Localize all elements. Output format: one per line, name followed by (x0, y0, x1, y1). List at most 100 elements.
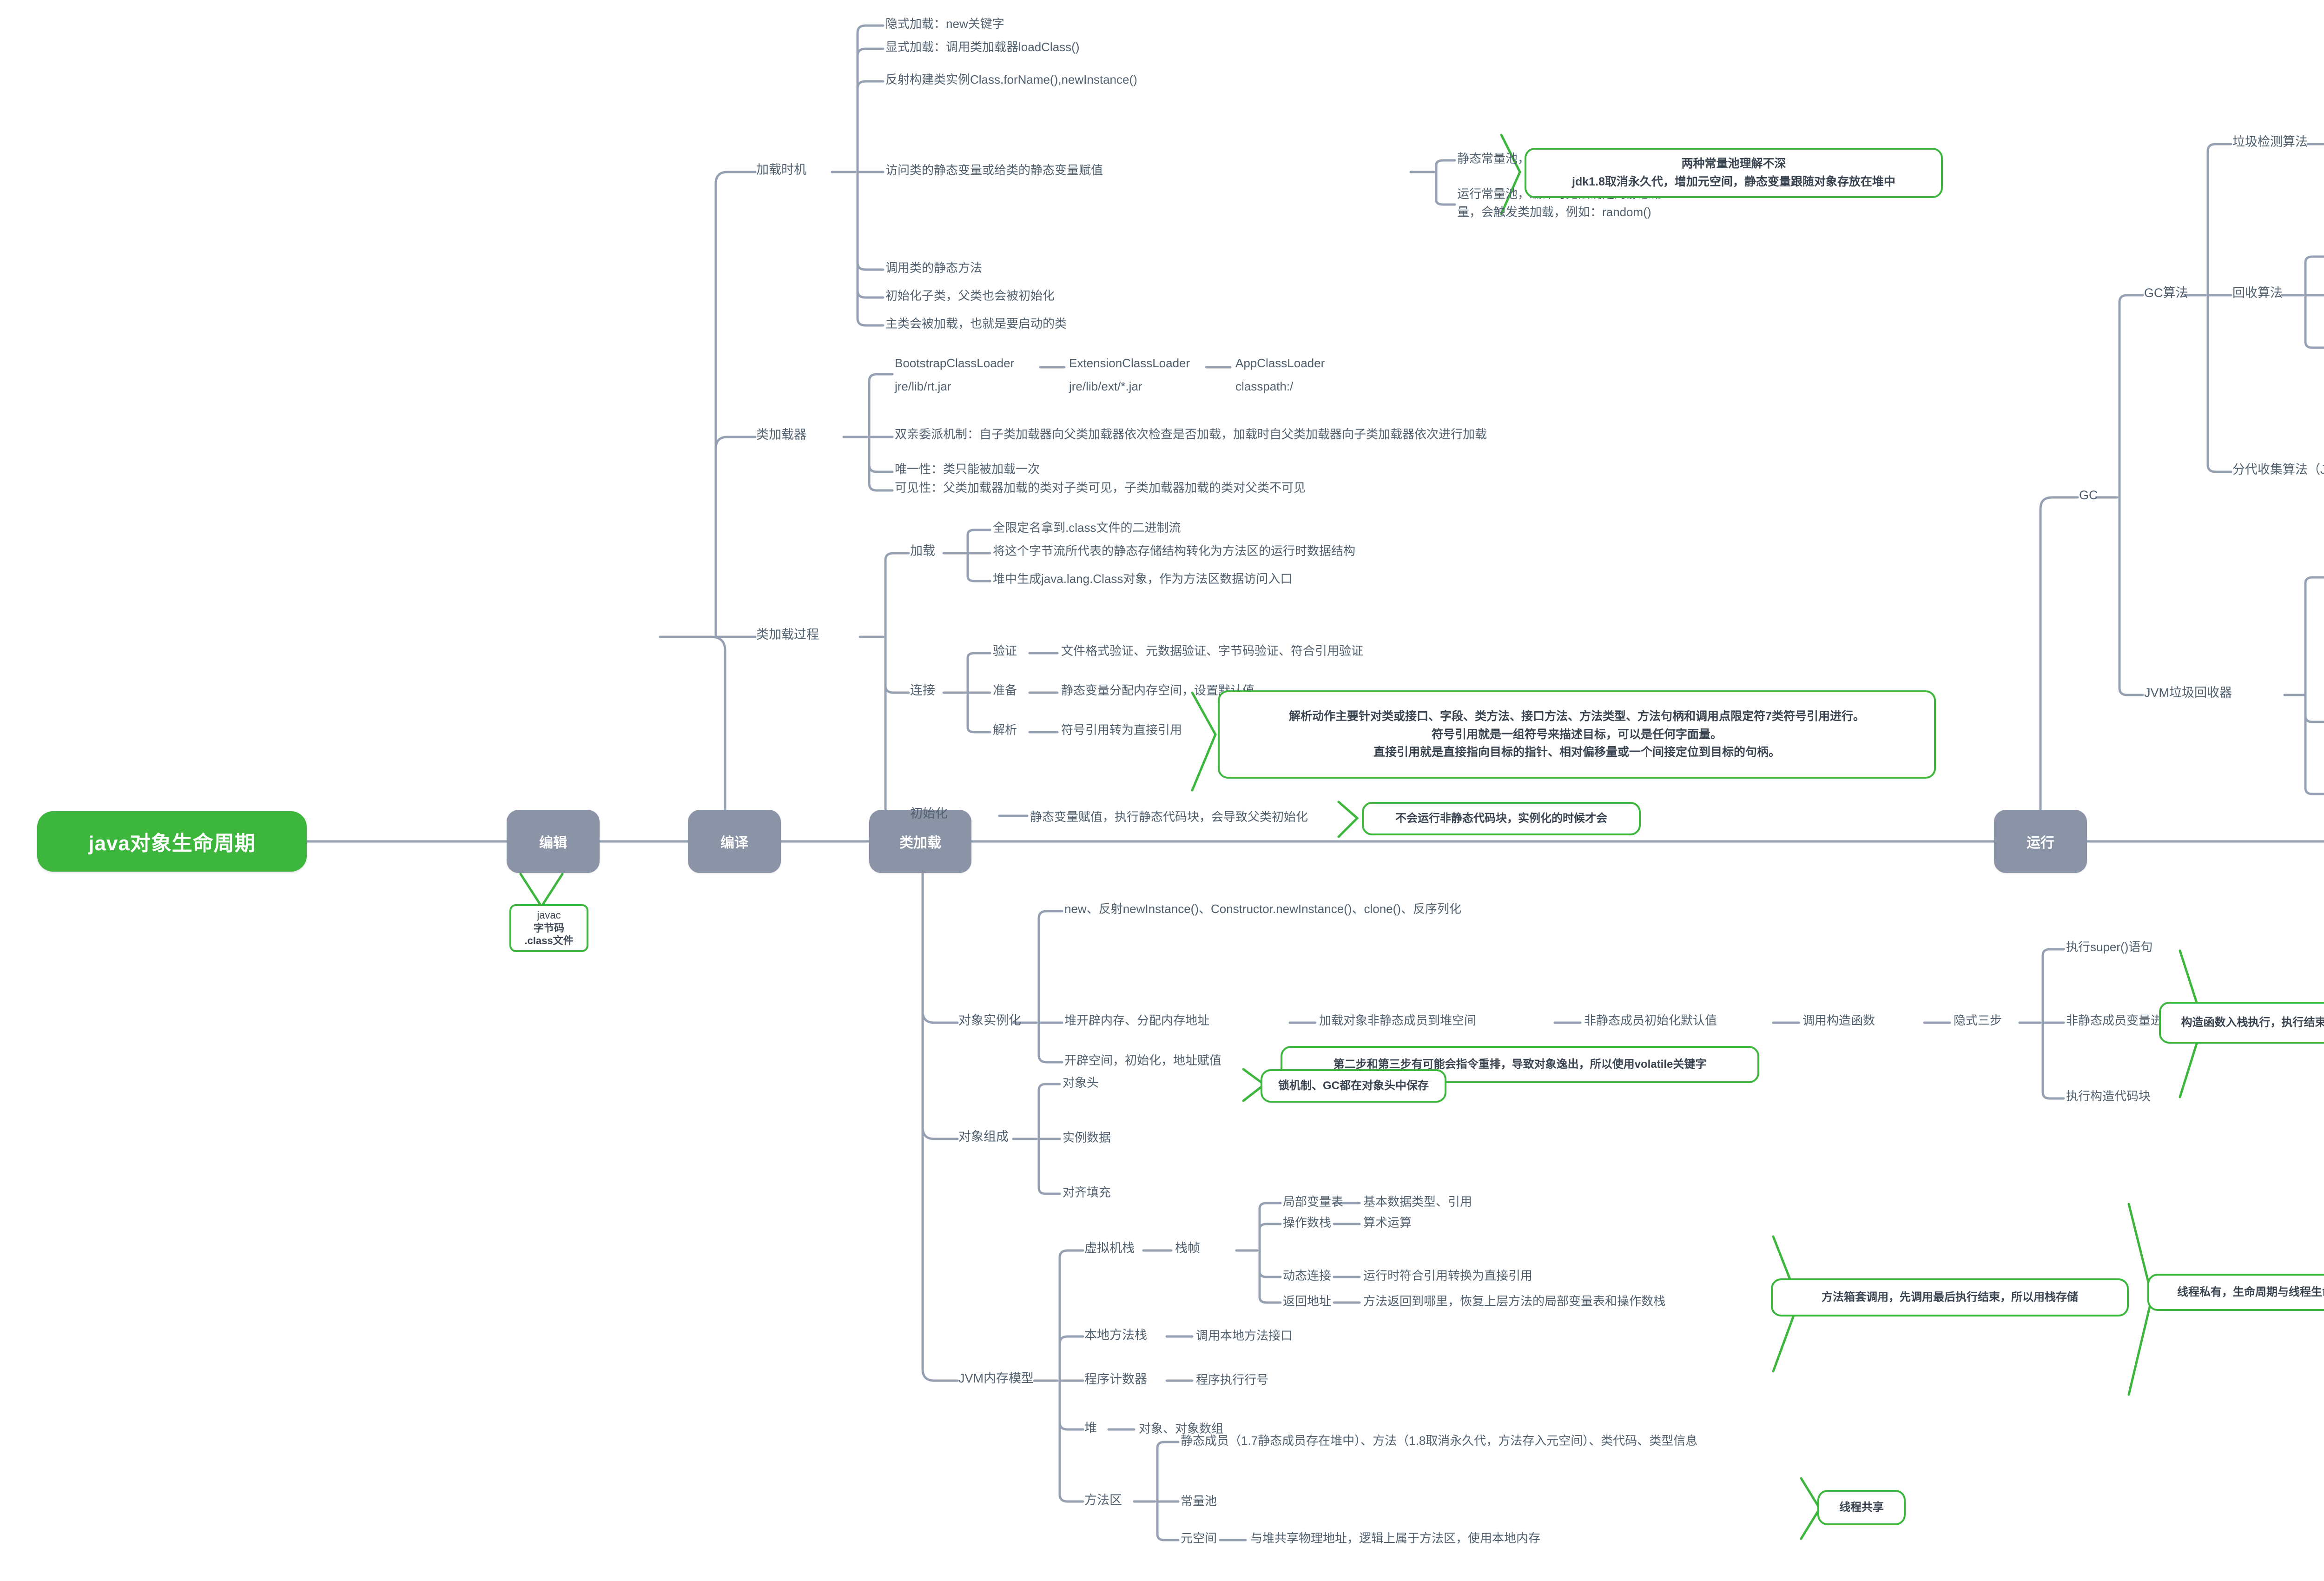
process-load-label: 加载 (910, 544, 935, 558)
pc-register-name: 程序计数器 (1084, 1372, 1147, 1386)
instantiation-item-0: new、反射newInstance()、Constructor.newInsta… (1064, 902, 1461, 916)
heap-name: 堆 (1084, 1421, 1097, 1435)
frame-dynamic-link-desc: 运行时符合引用转换为直接引用 (1363, 1269, 1533, 1283)
parse-callout: 解析动作主要针对类或接口、字段、类方法、接口方法、方法类型、方法句柄和调用点限定… (1218, 690, 1936, 779)
instantiation-label: 对象实例化 (958, 1013, 1021, 1027)
frame-operand-stack-name: 操作数栈 (1283, 1216, 1332, 1230)
link-parse-name: 解析 (993, 723, 1017, 737)
vm-stack-label: 虚拟机栈 (1084, 1241, 1135, 1255)
parse-callout-line1: 解析动作主要针对类或接口、字段、类方法、接口方法、方法类型、方法句柄和调用点限定… (1289, 709, 1865, 723)
ctor-callout-text: 构造函数入栈执行，执行结束出栈 (2181, 1016, 2324, 1029)
pc-register-desc: 程序执行行号 (1196, 1373, 1269, 1387)
init-callout-text: 不会运行非静态代码块，实例化的时候才会 (1395, 812, 1607, 825)
inst-step-2: 非静态成员初始化默认值 (1584, 1013, 1717, 1027)
frame-return-addr-name: 返回地址 (1283, 1294, 1332, 1308)
method-area-label: 方法区 (1084, 1493, 1122, 1507)
vm-stack-callout-text: 方法箱套调用，先调用最后执行结束，所以用栈存储 (1822, 1291, 2078, 1304)
timing-item-6: 主类会被加载，也就是要启动的类 (885, 317, 1067, 331)
loader-item-2: 可见性：父类加载器加载的类对子类可见，子类加载器加载的类对父类不可见 (895, 481, 1306, 495)
heap-desc: 对象、对象数组 (1139, 1422, 1224, 1435)
const-pool-callout: 两种常量池理解不深 jdk1.8取消永久代，增加元空间，静态变量跟随对象存放在堆… (1525, 148, 1943, 198)
timing-item-1: 显式加载：调用类加载器loadClass() (885, 40, 1080, 54)
inst-step-0: 堆开辟内存、分配内存地址 (1064, 1013, 1210, 1027)
composition-label: 对象组成 (958, 1130, 1009, 1144)
composition-item-0: 对象头 (1063, 1076, 1099, 1090)
loader-item-0: 双亲委派机制：自子类加载器向父类加载器依次检查是否加载，加载时自父类加载器向子类… (895, 427, 1487, 441)
link-verify-name: 验证 (993, 644, 1017, 658)
vm-stack-frame: 栈帧 (1175, 1241, 1200, 1255)
classload-process-label: 类加载过程 (756, 628, 819, 642)
compile-output-line1: javac (537, 909, 561, 921)
frame-local-var-name: 局部变量表 (1283, 1195, 1344, 1209)
memory-model-label: JVM内存模型 (958, 1371, 1034, 1385)
gc-recycle-label: 回收算法 (2232, 286, 2283, 300)
loader-bootstrap-path: jre/lib/rt.jar (895, 379, 951, 393)
object-header-callout-text: 锁机制、GC都在对象头中保存 (1278, 1079, 1429, 1092)
root-node: java对象生命周期 (37, 811, 307, 872)
method-area-item-2: 元空间 (1181, 1531, 1217, 1545)
timing-item-4: 调用类的静态方法 (885, 261, 983, 275)
native-stack-name: 本地方法栈 (1084, 1328, 1147, 1342)
method-area-item-0: 静态成员（1.7静态成员存在堆中）、方法（1.8取消永久代，方法存入元空间）、类… (1181, 1434, 1698, 1448)
thread-private-callout-text: 线程私有，生命周期与线程生命周期相同 (2177, 1286, 2324, 1299)
implicit-step-2: 执行构造代码块 (2066, 1089, 2151, 1103)
timing-item-3: 访问类的静态变量或给类的静态变量赋值 (885, 163, 1103, 177)
classload-timing-label: 加载时机 (756, 163, 806, 177)
gc-detection-label: 垃圾检测算法 (2232, 135, 2308, 149)
alloc-line: 开辟空间，初始化，地址赋值 (1064, 1053, 1222, 1067)
stage-edit[interactable]: 编辑 (507, 810, 600, 873)
implicit-step-0: 执行super()语句 (2066, 940, 2153, 954)
gc-collectors-label: JVM垃圾回收器 (2144, 686, 2232, 700)
compile-output-line3: .class文件 (524, 935, 574, 946)
thread-private-callout: 线程私有，生命周期与线程生命周期相同 (2147, 1274, 2324, 1311)
inst-step-1: 加载对象非静态成员到堆空间 (1319, 1013, 1477, 1027)
stage-compile[interactable]: 编译 (688, 810, 781, 873)
alloc-callout-text: 第二步和第三步有可能会指令重排，导致对象逸出，所以使用volatile关键字 (1333, 1058, 1707, 1071)
stage-compile-label: 编译 (720, 835, 748, 851)
frame-dynamic-link-name: 动态连接 (1283, 1269, 1332, 1283)
link-prepare-name: 准备 (993, 683, 1017, 697)
vm-stack-callout: 方法箱套调用，先调用最后执行结束，所以用栈存储 (1771, 1278, 2129, 1316)
load-item-1: 将这个字节流所代表的静态存储结构转化为方法区的运行时数据结构 (993, 544, 1356, 558)
method-area-meta-desc: 与堆共享物理地址，逻辑上属于方法区，使用本地内存 (1250, 1531, 1541, 1545)
gc-algorithms-label: GC算法 (2144, 286, 2188, 300)
loader-ext-name: ExtensionClassLoader (1069, 356, 1190, 370)
compile-output-box: javac 字节码 .class文件 (509, 904, 588, 952)
loader-ext-path: jre/lib/ext/*.jar (1069, 379, 1142, 393)
stage-classload-label: 类加载 (899, 835, 941, 851)
gc-generational-label: 分代收集算法（JVM整合垃圾回收算法） (2232, 463, 2324, 476)
parse-callout-line3: 直接引用就是直接指向目标的指针、相对偏移量或一个间接定位到目标的句柄。 (1373, 746, 1780, 759)
process-init-label: 初始化 (910, 807, 948, 820)
compile-output-line2: 字节码 (533, 922, 564, 934)
loader-bootstrap-name: BootstrapClassLoader (895, 356, 1015, 370)
thread-shared-callout: 线程共享 (1817, 1490, 1906, 1525)
frame-operand-stack-desc: 算术运算 (1363, 1216, 1412, 1230)
timing-item-0: 隐式加载：new关键字 (885, 17, 1004, 31)
stage-classload[interactable]: 类加载 (869, 810, 971, 873)
stage-run-label: 运行 (2027, 835, 2054, 851)
stage-run[interactable]: 运行 (1994, 810, 2087, 873)
const-pool-callout-line1: 两种常量池理解不深 (1681, 157, 1786, 171)
timing-item-5: 初始化子类，父类也会被初始化 (885, 289, 1055, 303)
inst-step-4: 隐式三步 (1954, 1013, 2002, 1027)
init-callout: 不会运行非静态代码块，实例化的时候才会 (1362, 802, 1641, 835)
link-verify-desc: 文件格式验证、元数据验证、字节码验证、符合引用验证 (1061, 644, 1364, 658)
loader-item-1: 唯一性：类只能被加载一次 (895, 462, 1040, 476)
method-area-item-1: 常量池 (1181, 1494, 1217, 1508)
stage-edit-label: 编辑 (539, 835, 567, 851)
init-desc: 静态变量赋值，执行静态代码块，会导致父类初始化 (1030, 810, 1308, 824)
inst-step-3: 调用构造函数 (1802, 1013, 1875, 1027)
timing-item-2: 反射构建类实例Class.forName(),newInstance() (885, 73, 1137, 86)
gc-label: GC (2079, 488, 2098, 502)
parse-callout-line2: 符号引用就是一组符号来描述目标，可以是任何字面量。 (1431, 728, 1722, 741)
ctor-callout: 构造函数入栈执行，执行结束出栈 (2159, 1002, 2324, 1044)
frame-return-addr-desc: 方法返回到哪里，恢复上层方法的局部变量表和操作数栈 (1363, 1294, 1666, 1308)
link-parse-desc: 符号引用转为直接引用 (1061, 723, 1182, 737)
load-item-2: 堆中生成java.lang.Class对象，作为方法区数据访问入口 (993, 572, 1293, 586)
load-item-0: 全限定名拿到.class文件的二进制流 (993, 521, 1181, 535)
root-label: java对象生命周期 (88, 832, 256, 855)
composition-item-1: 实例数据 (1063, 1131, 1111, 1144)
object-header-callout: 锁机制、GC都在对象头中保存 (1261, 1069, 1446, 1103)
